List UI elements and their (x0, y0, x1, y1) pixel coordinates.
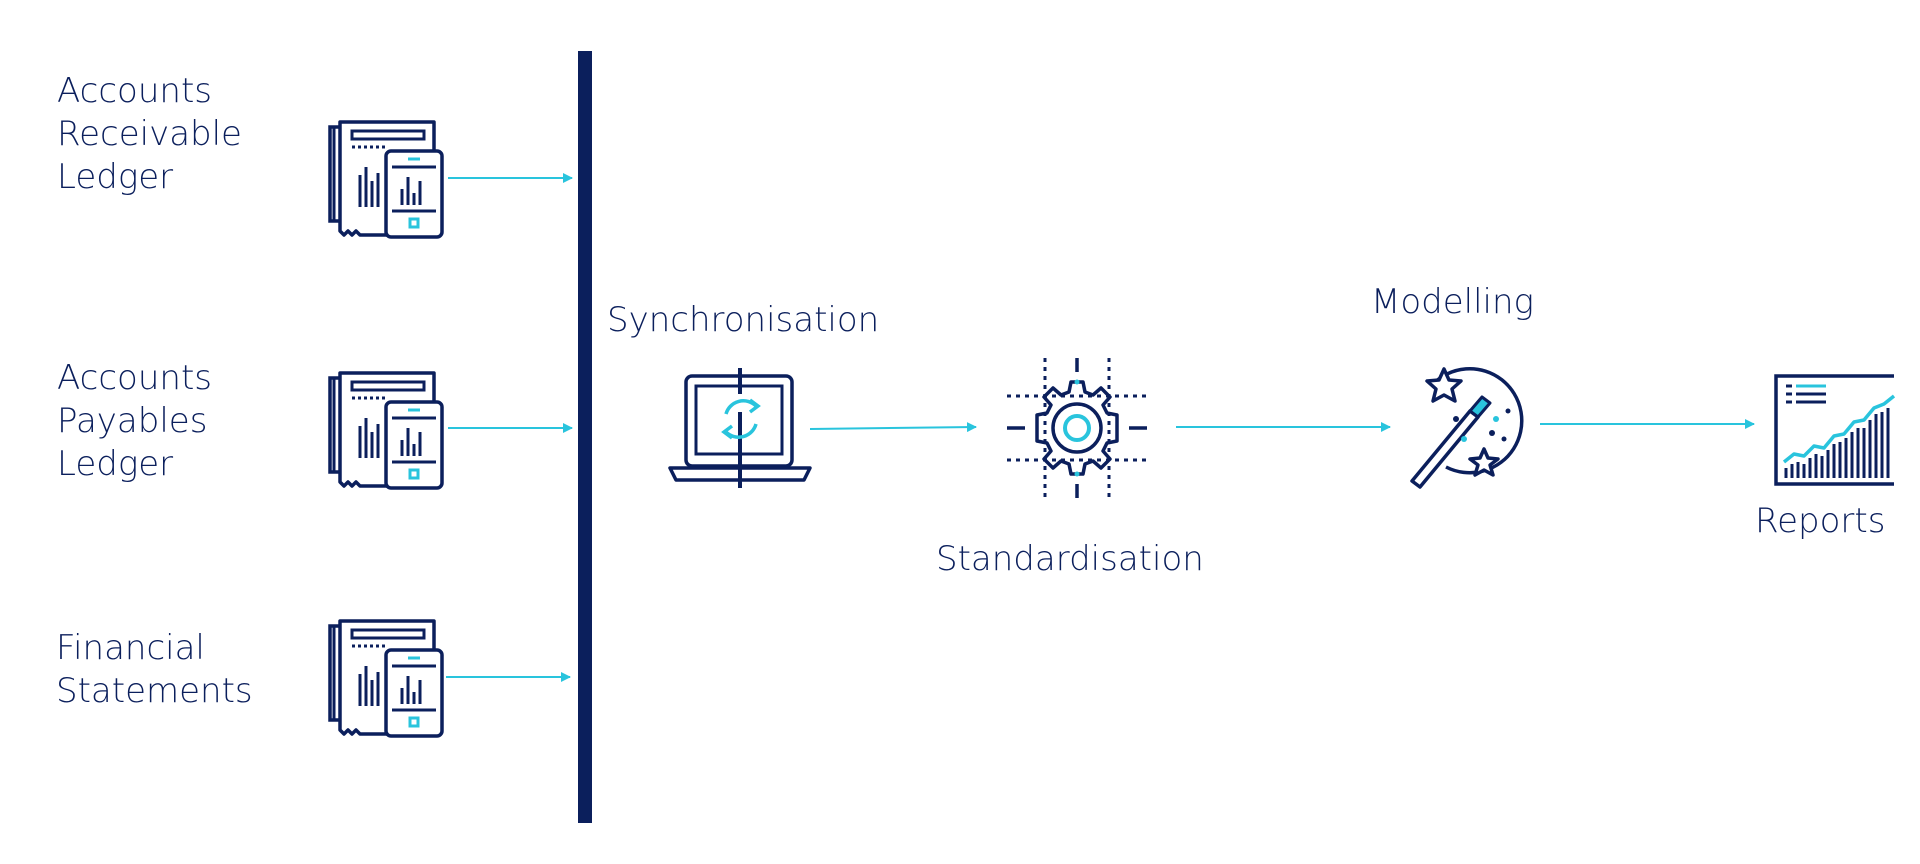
laptop-sync-icon (668, 368, 812, 488)
step-label-synchronisation: Synchronisation (607, 300, 880, 340)
gear-icon (1007, 358, 1147, 498)
source-label-accounts-payables: Accounts Payables Ledger (57, 358, 212, 484)
ledger-with-phone-chart-icon (328, 371, 444, 490)
arrow-sync-to-standardisation (809, 422, 977, 433)
ledger-with-phone-chart-icon (328, 120, 444, 239)
separator-bar (578, 51, 592, 823)
ledger-with-phone-chart-icon (328, 619, 444, 738)
source-label-accounts-receivable: Accounts Receivable Ledger (57, 71, 242, 197)
magic-wand-icon (1410, 367, 1524, 489)
step-label-modelling: Modelling (1371, 282, 1534, 322)
source-label-financial-statements: Financial Statements (56, 628, 253, 711)
step-label-standardisation: Standardisation (936, 539, 1204, 579)
step-label-reports: Reports (1755, 501, 1886, 541)
report-chart-icon (1774, 374, 1896, 486)
